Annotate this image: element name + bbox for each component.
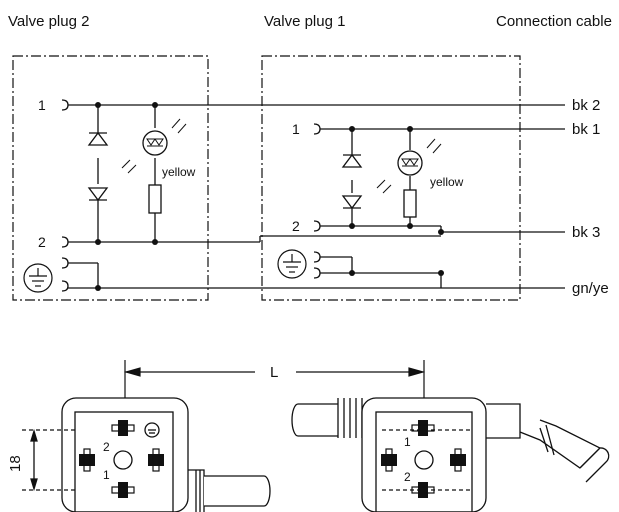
dimension-length — [123, 360, 426, 398]
header-valve-plug-2: Valve plug 2 — [8, 13, 89, 30]
led-color-label: yellow — [162, 165, 196, 179]
pin-label: 2 — [292, 218, 300, 234]
dimension-height-label: 18 — [7, 455, 24, 472]
plug-contacts-left — [79, 420, 164, 498]
plug-face-pin-label: 1 — [103, 468, 110, 482]
wire-label-bk1: bk 1 — [572, 121, 600, 138]
valve-plug-2-circuit — [61, 99, 565, 292]
plug-face-right — [291, 397, 610, 512]
pin-label: 1 — [292, 121, 300, 137]
wire-label-gnye: gn/ye — [572, 280, 609, 297]
wire-label-bk2: bk 2 — [572, 97, 600, 114]
junction-dots-plug-1 — [349, 126, 444, 276]
ground-icon — [277, 249, 307, 279]
led-icon — [121, 118, 187, 174]
plug-face-pin-label: 2 — [404, 470, 411, 484]
header-connection-cable: Connection cable — [496, 13, 612, 30]
led-icon — [376, 138, 442, 194]
plug-face-pin-label: 2 — [103, 440, 110, 454]
pin-label: 1 — [38, 97, 46, 113]
pin-label: 2 — [38, 234, 46, 250]
plug-contacts-right — [381, 420, 466, 498]
wire-label-bk3: bk 3 — [572, 224, 600, 241]
valve-plug-1-housing — [261, 55, 521, 301]
junction-dots-plug-2 — [95, 102, 158, 291]
header-valve-plug-1: Valve plug 1 — [264, 13, 345, 30]
plug-face-pin-label: 1 — [404, 435, 411, 449]
led-color-label: yellow — [430, 175, 464, 189]
ground-icon — [23, 263, 53, 293]
valve-plug-1-circuit — [260, 123, 565, 288]
dimension-length-label: L — [270, 364, 278, 381]
plug-face-left — [22, 397, 271, 512]
valve-plug-2-housing — [12, 55, 209, 301]
